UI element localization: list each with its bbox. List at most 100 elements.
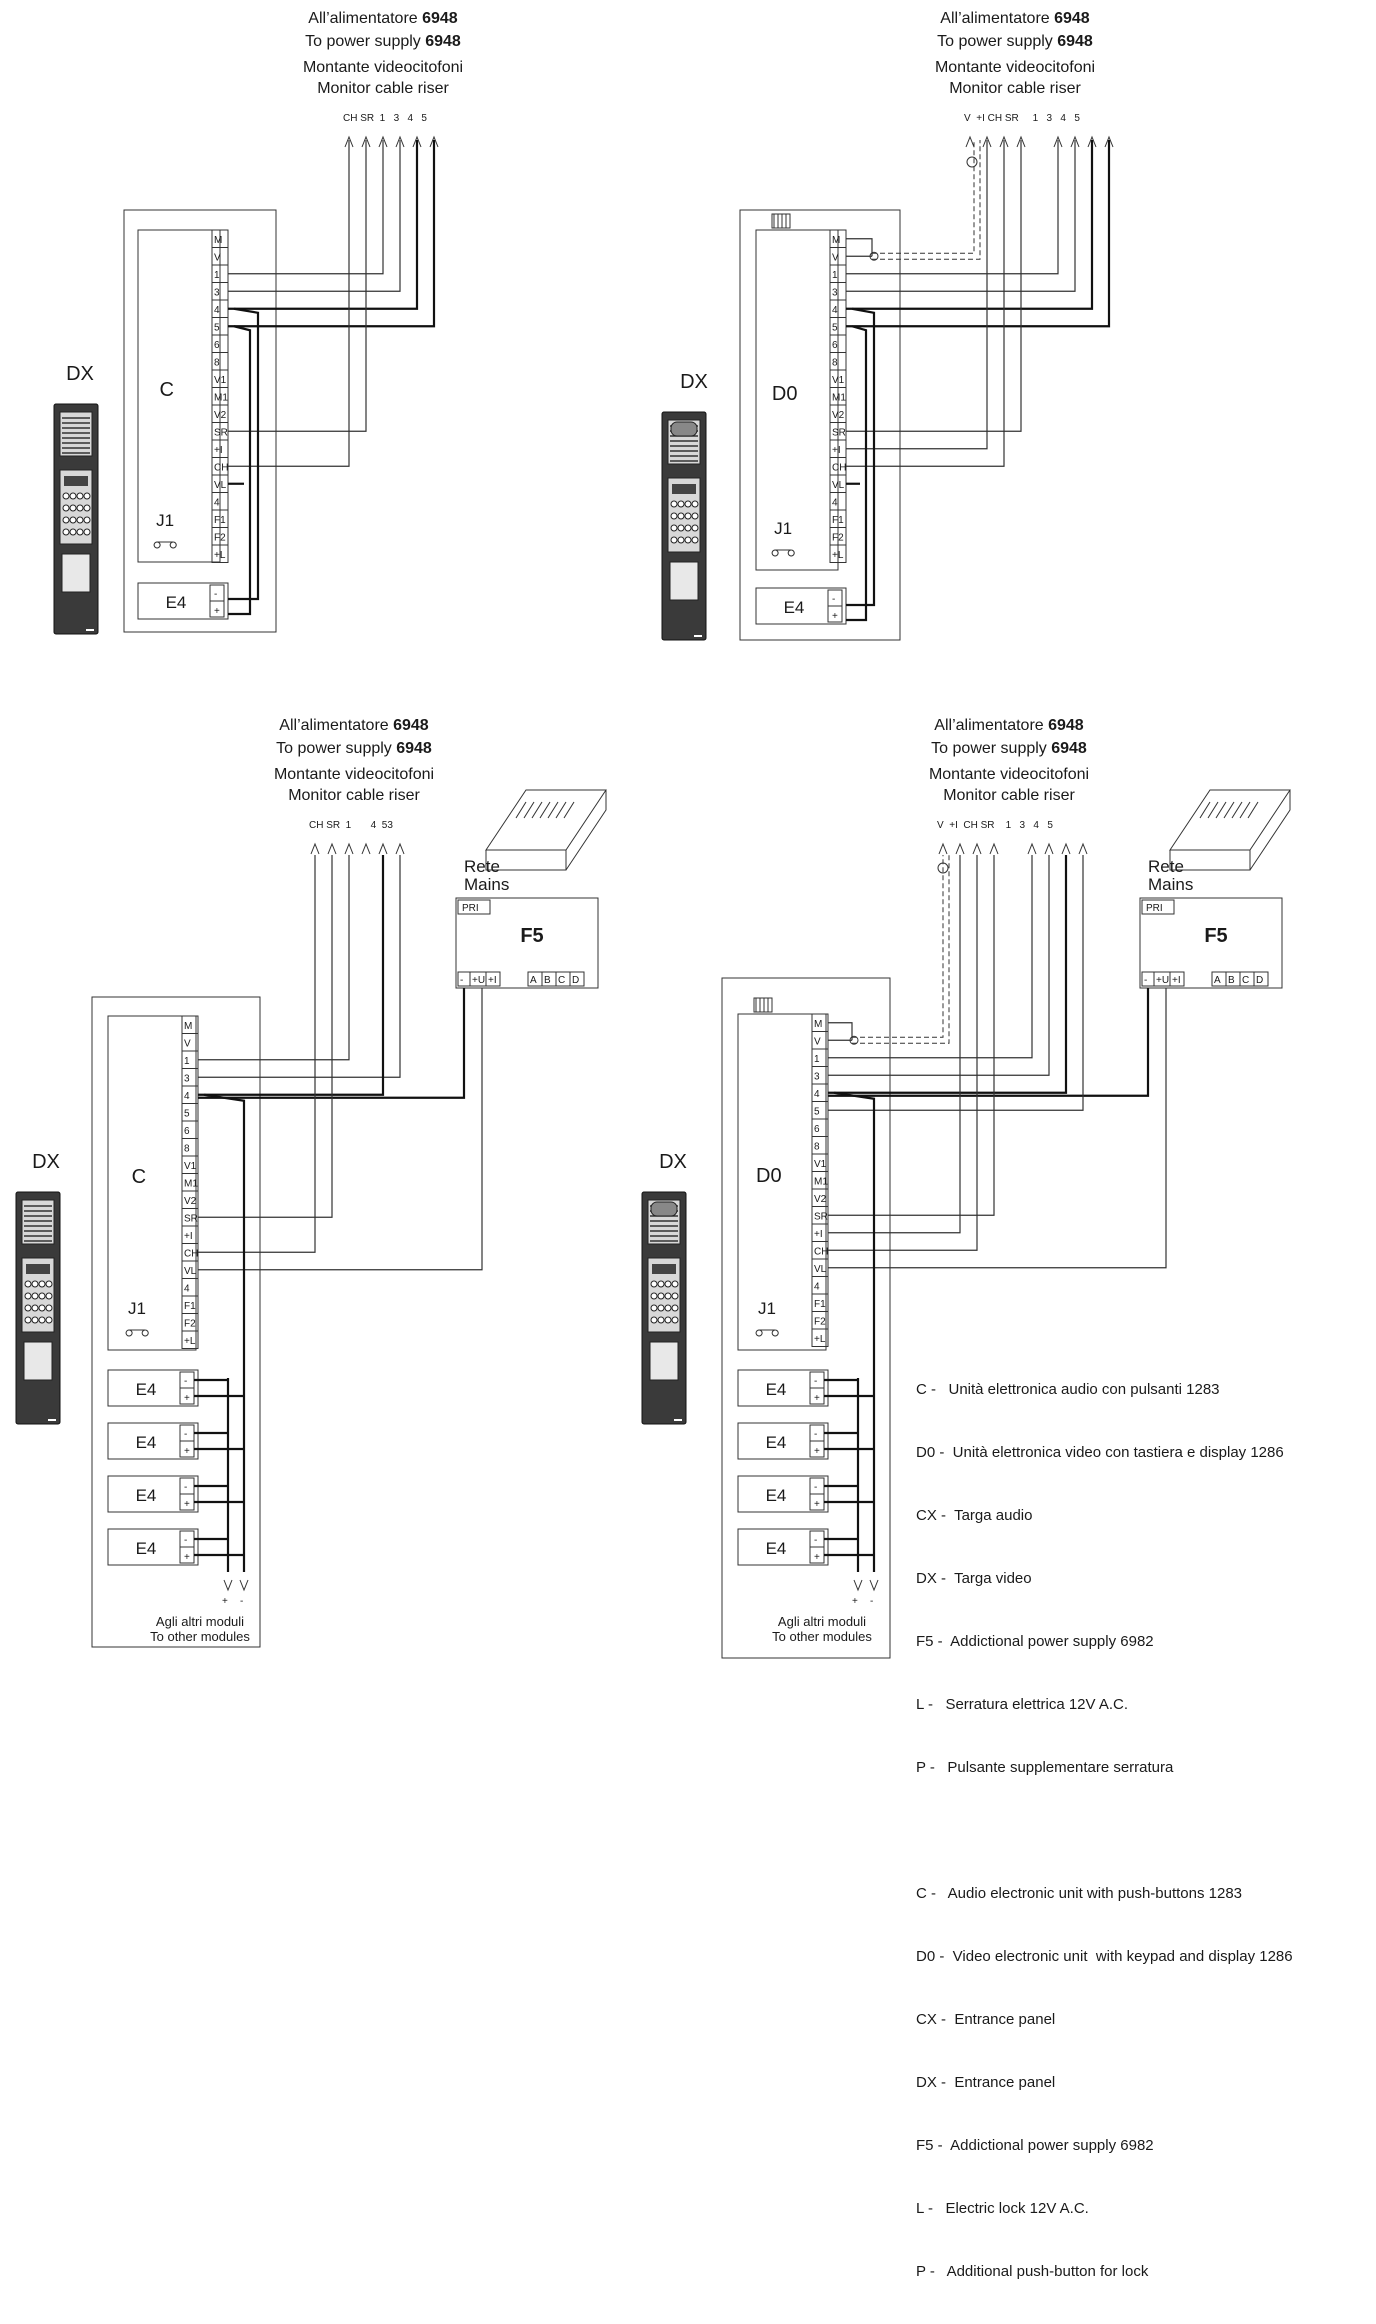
- supply-terminal-label: -: [1144, 975, 1147, 986]
- terminal-label: F2: [184, 1319, 196, 1330]
- legend-item: CX - Targa audio: [916, 1507, 1033, 1524]
- terminal-label: 6: [832, 340, 838, 351]
- terminal-label: VL: [832, 480, 845, 491]
- keypad-key: [670, 512, 678, 520]
- riser-arrow: [1104, 135, 1114, 148]
- supply-terminal-cell: [569, 971, 585, 987]
- terminal-label: VL: [214, 480, 227, 491]
- riser-arrow: [1070, 135, 1080, 148]
- keypad-key: [664, 1316, 672, 1324]
- riser-terminal-labels: V +I CH SR 1 3 4 5: [964, 113, 1080, 124]
- terminal-label: V: [214, 253, 221, 264]
- output-arrow: [239, 1579, 249, 1592]
- wire: [228, 325, 252, 616]
- terminal-label: 6: [184, 1126, 190, 1137]
- supply-device-side: [1249, 790, 1291, 871]
- terminal-label: SR: [814, 1212, 828, 1223]
- keypad-key: [31, 1280, 39, 1288]
- keypad-key: [671, 1292, 679, 1300]
- e4-plus-label: +: [184, 1552, 190, 1563]
- keypad-key: [83, 516, 91, 524]
- terminal-label: 4: [214, 305, 220, 316]
- name-card-window: [649, 1341, 679, 1381]
- name-card-window: [669, 561, 699, 601]
- wire: [846, 140, 1005, 467]
- e4-label: E4: [766, 1433, 787, 1452]
- terminal-label: F2: [214, 533, 226, 544]
- riser-arrow: [1087, 135, 1097, 148]
- terminal-label: F2: [832, 533, 844, 544]
- terminal-label: 4: [184, 1284, 190, 1295]
- keypad-key: [670, 500, 678, 508]
- wire: [228, 140, 401, 292]
- riser-arrow: [361, 842, 371, 855]
- unit-label: C: [159, 379, 173, 401]
- keypad-key: [45, 1292, 53, 1300]
- supply-device-terminal: [531, 801, 543, 819]
- terminal-label: 8: [184, 1144, 190, 1155]
- wire: [846, 140, 1022, 432]
- supply-device-terminal: [1239, 801, 1251, 819]
- wire: [228, 140, 384, 275]
- terminal-label: M: [214, 235, 222, 246]
- keypad-key: [69, 528, 77, 536]
- e4-terminal-plus: [209, 600, 225, 618]
- terminal-label: M: [814, 1019, 822, 1030]
- e4-plus-label: +: [814, 1499, 820, 1510]
- terminal-label: 8: [814, 1142, 820, 1153]
- terminal-label: VL: [814, 1264, 827, 1275]
- wire: [198, 855, 316, 1253]
- supply-terminal-label: C: [558, 975, 565, 986]
- supply-terminal-label: +U: [472, 975, 485, 986]
- terminal-label: V: [184, 1039, 191, 1050]
- terminal-label: 8: [832, 358, 838, 369]
- jumper-icon: [755, 1329, 779, 1337]
- terminal-label: M: [832, 235, 840, 246]
- e4-module: [107, 1422, 199, 1460]
- keypad-key: [684, 536, 692, 544]
- terminal-label: CH: [214, 463, 228, 474]
- name-card-window: [61, 553, 91, 593]
- keypad-key: [677, 524, 685, 532]
- supply-device-terminal: [1199, 801, 1211, 819]
- e4-plus-label: +: [814, 1446, 820, 1457]
- legend-item: D0 - Video electronic unit with keypad a…: [916, 1948, 1293, 1965]
- keypad-key: [38, 1280, 46, 1288]
- wire: [846, 140, 1111, 328]
- polarity-label: +: [222, 1596, 228, 1607]
- wire: [203, 1093, 246, 1572]
- terminal-label: +I: [214, 445, 223, 456]
- e4-plus-label: +: [184, 1393, 190, 1404]
- e4-module: [737, 1422, 829, 1460]
- header-line: Montante videocitofoni: [303, 59, 463, 76]
- keypad-key: [684, 512, 692, 520]
- shield-node: [849, 1035, 859, 1045]
- riser-arrow: [989, 842, 999, 855]
- keypad-key: [657, 1316, 665, 1324]
- keypad-key: [76, 528, 84, 536]
- terminal-label: 3: [814, 1072, 820, 1083]
- panel-enclosure: [123, 209, 277, 633]
- wire: [846, 325, 868, 622]
- riser-arrow: [344, 135, 354, 148]
- wire: [198, 855, 401, 1078]
- keypad-key: [83, 504, 91, 512]
- e4-module: [107, 1528, 199, 1566]
- keypad-key: [45, 1280, 53, 1288]
- wire: [228, 307, 260, 601]
- display-screen: [652, 1264, 676, 1274]
- keypad-key: [31, 1304, 39, 1312]
- terminal-label: 5: [832, 323, 838, 334]
- terminal-label: 4: [814, 1089, 820, 1100]
- terminal-label: V: [832, 253, 839, 264]
- supply-name: F5: [520, 925, 543, 947]
- terminal-label: 5: [814, 1107, 820, 1118]
- e4-module: [737, 1528, 829, 1566]
- header-line: To power supply 6948: [931, 740, 1087, 757]
- wire: [198, 855, 350, 1061]
- wire: [198, 855, 333, 1218]
- header-line: All’alimentatore 6948: [934, 717, 1084, 734]
- terminal-label: F1: [184, 1301, 196, 1312]
- supply-device-terminal: [1215, 801, 1227, 819]
